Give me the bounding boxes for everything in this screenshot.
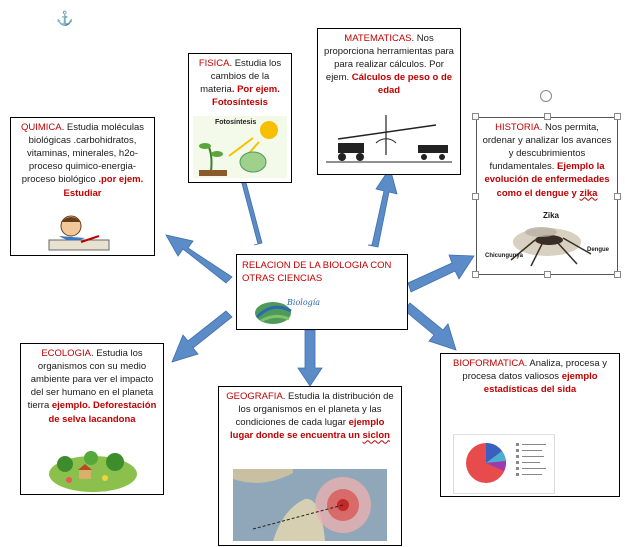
rotate-handle-icon[interactable] bbox=[540, 90, 552, 102]
ecologia-title: ECOLOGIA bbox=[41, 348, 91, 359]
arrow-to-geografia bbox=[297, 329, 323, 387]
ecologia-node: ECOLOGIA. Estudia los organismos con su … bbox=[20, 343, 164, 495]
pie-chart-image bbox=[453, 434, 555, 494]
photosynthesis-label: Fotosíntesis bbox=[215, 119, 257, 126]
ecologia-example: ejemplo. Deforestación de selva lacandon… bbox=[48, 400, 157, 425]
resize-handle[interactable] bbox=[614, 193, 621, 200]
bioformatica-example: ejemplo estadísticas del sida bbox=[483, 371, 598, 396]
geografia-title: GEOGRAFIA bbox=[226, 391, 283, 402]
geografia-example-word: siclon bbox=[362, 430, 390, 442]
anchor-icon: ⚓ bbox=[56, 10, 74, 26]
arrow-to-historia bbox=[407, 254, 475, 293]
fisica-node: FISICA. Estudia los cambios de la materi… bbox=[188, 53, 292, 183]
resize-handle[interactable] bbox=[614, 271, 621, 278]
geografia-node: GEOGRAFIA. Estudia la distribución de lo… bbox=[218, 386, 402, 546]
bioformatica-node: BIOFORMATICA. Analiza, procesa y procesa… bbox=[440, 353, 620, 497]
fisica-text: . Estudia los cambios de la materia bbox=[200, 58, 282, 96]
arrow-to-quimica bbox=[165, 234, 233, 284]
historia-example-4: zika bbox=[579, 187, 598, 199]
bioformatica-text: . Analiza, procesa y procesa datos valio… bbox=[462, 358, 607, 383]
historia-example: Ejemplo la evolución de enfermedades bbox=[484, 161, 610, 186]
resize-handle[interactable] bbox=[614, 113, 621, 120]
historia-node: HISTORIA. Nos permita, ordenar y analiza… bbox=[476, 117, 618, 275]
quimica-text: . Estudia moléculas biológicas .carbohid… bbox=[21, 122, 144, 186]
student-cartoon-image bbox=[41, 214, 117, 254]
fisica-example: . Por ejem. Fotosíntesis bbox=[212, 84, 280, 109]
fisica-title: FISICA bbox=[198, 58, 230, 69]
quimica-example: .por ejem. Estudiar bbox=[63, 174, 144, 199]
chicungunya-label: Chicungunya bbox=[485, 253, 524, 259]
center-title: RELACION DE LA BIOLOGIA CON OTRAS CIENCI… bbox=[242, 260, 392, 285]
logo-text: Biología bbox=[287, 298, 321, 307]
historia-example-2: como el bbox=[496, 187, 533, 199]
center-node: RELACION DE LA BIOLOGIA CON OTRAS CIENCI… bbox=[236, 254, 408, 330]
resize-handle[interactable] bbox=[472, 193, 479, 200]
dengue-label: Dengue bbox=[587, 247, 610, 253]
scale-diagram-image bbox=[324, 105, 454, 169]
arrow-to-matematicas bbox=[367, 167, 398, 248]
matematicas-node: MATEMATICAS. Nos proporciona herramienta… bbox=[317, 28, 461, 175]
matematicas-text: . Nos proporciona herramientas para para… bbox=[324, 33, 454, 84]
resize-handle[interactable] bbox=[544, 271, 551, 278]
mosquito-image: Zika Chicungunya Dengue bbox=[481, 210, 613, 270]
matematicas-example: Cálculos de peso o de edad bbox=[351, 72, 453, 97]
quimica-node: QUIMICA. Estudia moléculas biológicas .c… bbox=[10, 117, 155, 256]
quimica-title: QUIMICA bbox=[20, 122, 62, 133]
geografia-text: . Estudia la distribución de los organis… bbox=[235, 391, 394, 429]
zika-label: Zika bbox=[543, 211, 560, 220]
bioformatica-title: BIOFORMATICA bbox=[453, 358, 525, 369]
resize-handle[interactable] bbox=[544, 113, 551, 120]
arrow-to-bioformatica bbox=[403, 302, 457, 351]
resize-handle[interactable] bbox=[472, 113, 479, 120]
ecologia-text: . Estudia los organismos con su medio am… bbox=[27, 348, 154, 412]
geografia-example: ejemplo lugar donde se encuentra un bbox=[230, 417, 385, 442]
hurricane-map-image bbox=[233, 469, 387, 541]
resize-handle[interactable] bbox=[472, 271, 479, 278]
historia-text: . Nos permita, ordenar y analizar los av… bbox=[482, 122, 612, 173]
photosynthesis-image: Fotosíntesis bbox=[193, 116, 287, 178]
arrow-to-ecologia bbox=[171, 310, 233, 363]
matematicas-title: MATEMATICAS bbox=[344, 33, 412, 44]
historia-title: HISTORIA bbox=[495, 122, 540, 133]
ecosystem-image bbox=[45, 448, 141, 492]
historia-example-3: dengue y bbox=[535, 187, 577, 199]
biologia-logo: Biología bbox=[251, 293, 331, 327]
